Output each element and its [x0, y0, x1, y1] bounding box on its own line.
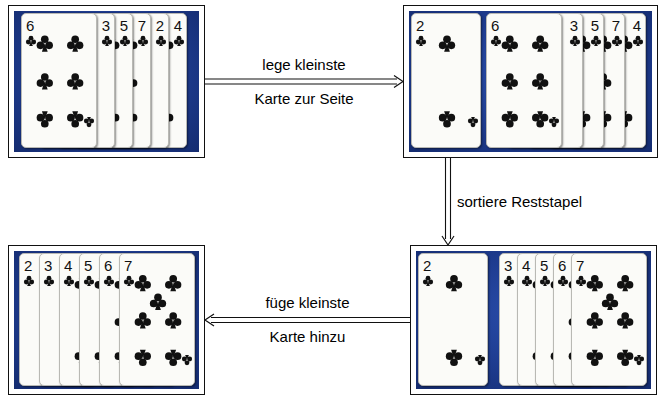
card-rank: 6 [26, 18, 92, 33]
photo-panel: 263574 [403, 5, 658, 158]
playing-card: 7 [571, 253, 647, 386]
photo-panel: 635724 [8, 5, 205, 158]
playing-card: 6 [486, 13, 562, 148]
playing-card: 2 [411, 13, 481, 148]
edge-label-holder: lege kleinste Karte zur Seite [247, 48, 362, 116]
club-pips [120, 254, 196, 387]
playing-card: 2 [418, 253, 488, 386]
edge-label: sortiere Reststapel [457, 193, 582, 211]
playing-card: 7 [119, 253, 195, 386]
double-arrow [205, 76, 403, 88]
edge-label-holder: sortiere Reststapel [457, 193, 582, 211]
card-rank: 2 [416, 18, 476, 33]
card-rank: 7 [124, 258, 190, 273]
photo-panel: 234567 [410, 245, 657, 395]
club-pips [572, 254, 648, 387]
edge-label: lege kleinste Karte zur Seite [247, 48, 362, 116]
club-pips [22, 14, 98, 149]
card-rank: 6 [491, 18, 557, 33]
club-pips [412, 14, 482, 149]
card-rank: 2 [423, 258, 483, 273]
photo-panel: 234567 [8, 245, 205, 395]
edge-label-holder: füge kleinste Karte hinzu [250, 286, 365, 354]
club-pips [419, 254, 489, 387]
playing-card: 6 [21, 13, 97, 148]
double-arrow [442, 158, 454, 245]
double-arrow [205, 314, 410, 326]
edge-label: füge kleinste Karte hinzu [250, 286, 365, 354]
club-pips [487, 14, 563, 149]
card-rank: 7 [576, 258, 642, 273]
